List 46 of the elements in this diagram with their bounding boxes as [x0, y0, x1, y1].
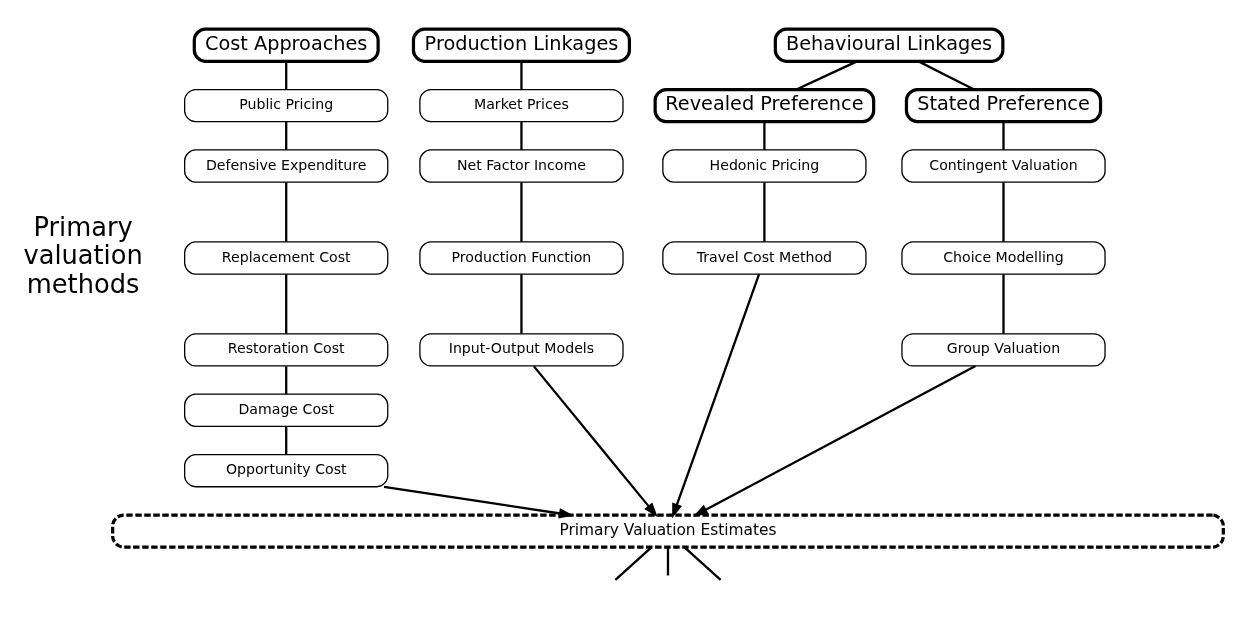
- connector: [285, 182, 288, 242]
- node-box: Market Prices: [419, 88, 624, 122]
- node-box: Cost Approaches: [192, 27, 380, 63]
- node-box: Opportunity Cost: [184, 453, 389, 487]
- arrow: [533, 365, 658, 517]
- node-box: Replacement Cost: [184, 240, 389, 275]
- arrow: [672, 273, 761, 518]
- connector: [520, 121, 523, 150]
- connector: [1002, 182, 1005, 242]
- label: Primary valuation methods: [23, 211, 143, 299]
- node-box: Production Function: [419, 240, 624, 275]
- node-box: Restoration Cost: [184, 332, 389, 367]
- connector: [918, 59, 975, 91]
- node-box: Input-Output Models: [419, 332, 624, 367]
- connector: [763, 121, 766, 150]
- node-box: Contingent Valuation: [901, 148, 1106, 183]
- node-box: Defensive Expenditure: [184, 148, 389, 183]
- node-box: Production Linkages: [411, 27, 632, 63]
- connector: [285, 365, 288, 394]
- arrow: [693, 364, 976, 516]
- connector: [285, 121, 288, 150]
- node-box: Primary Valuation Estimates: [111, 512, 1225, 549]
- node-box: Net Factor Income: [419, 148, 624, 183]
- connector: [666, 547, 670, 575]
- node-box: Public Pricing: [184, 88, 389, 122]
- node-box: Travel Cost Method: [662, 240, 867, 275]
- connector: [1002, 273, 1005, 334]
- node-box: Choice Modelling: [901, 240, 1106, 275]
- node-box: Behavioural Linkages: [773, 27, 1005, 63]
- connector: [520, 273, 523, 334]
- connector: [520, 182, 523, 242]
- node-box: Group Valuation: [901, 332, 1106, 367]
- connector: [1002, 121, 1005, 150]
- node-box: Hedonic Pricing: [662, 148, 867, 183]
- connector: [285, 426, 288, 454]
- connector: [763, 182, 766, 242]
- connector: [683, 545, 722, 581]
- connector: [285, 273, 288, 334]
- connector: [614, 545, 653, 581]
- connector: [520, 61, 523, 89]
- arrow: [383, 485, 574, 518]
- node-box: Damage Cost: [184, 393, 389, 427]
- connector: [795, 59, 858, 91]
- connector: [285, 61, 288, 89]
- node-box: Stated Preference: [904, 87, 1103, 123]
- node-box: Revealed Preference: [653, 87, 876, 123]
